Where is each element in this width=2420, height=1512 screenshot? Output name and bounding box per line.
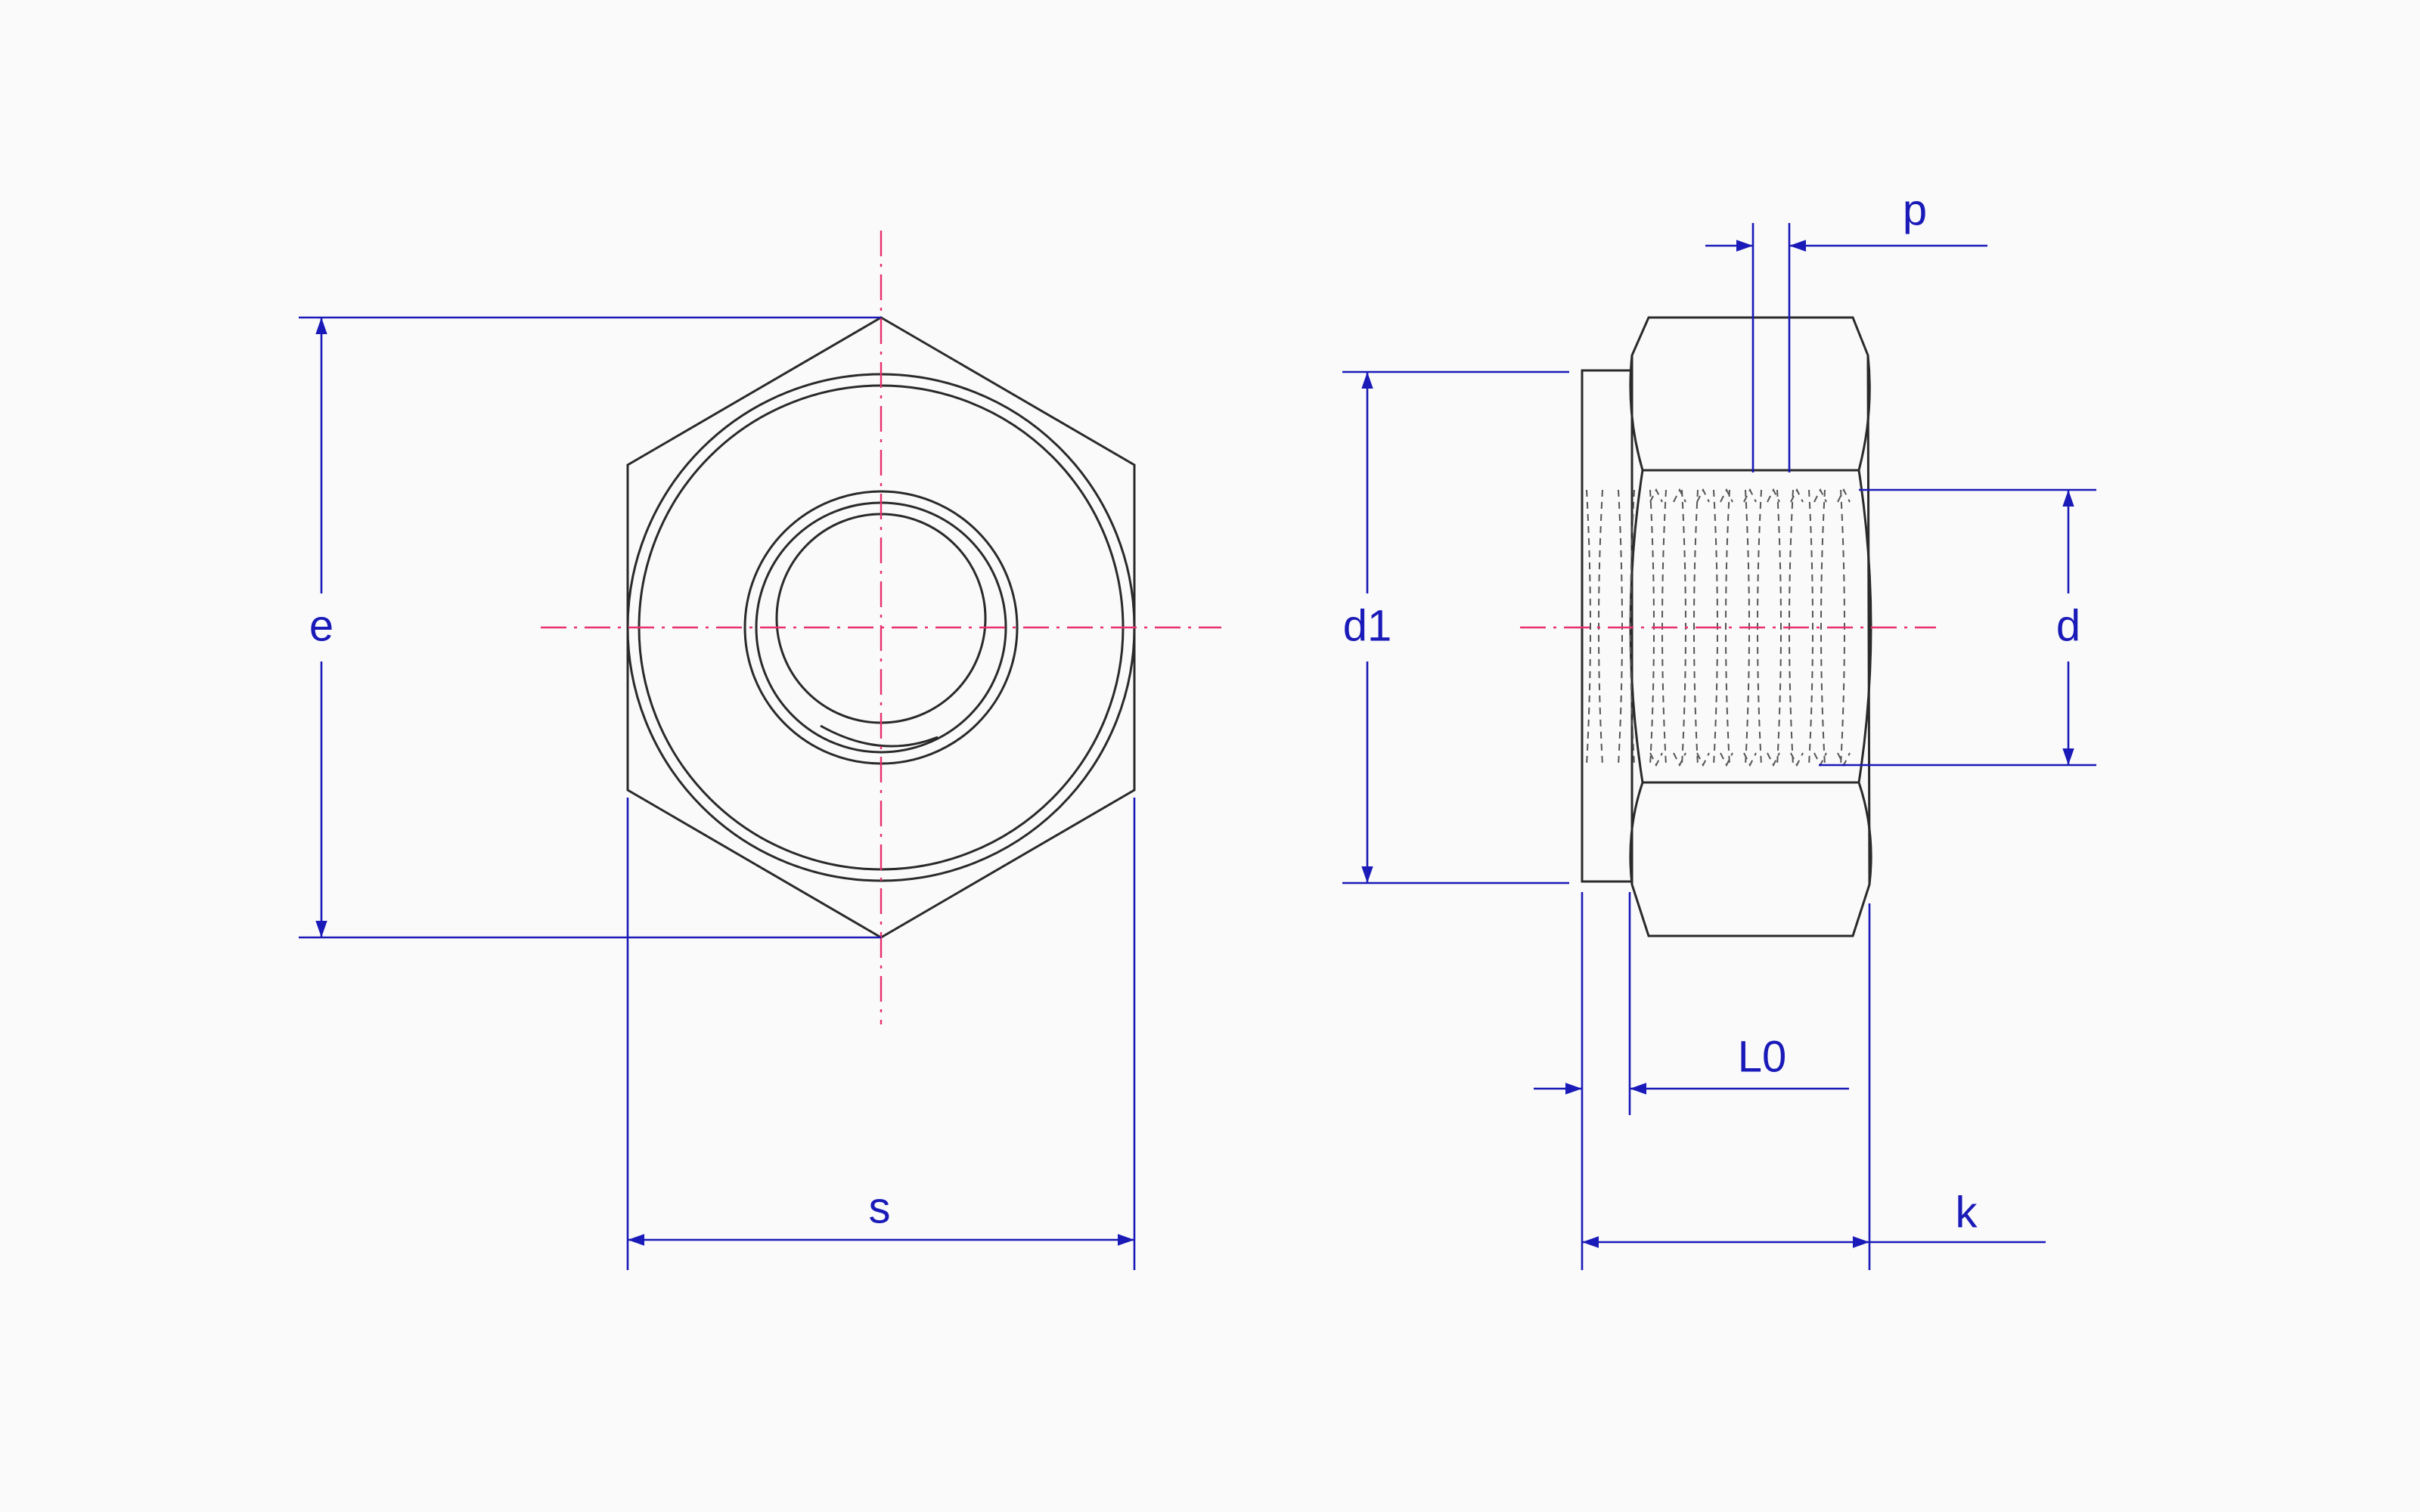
thread-crest-mark [1790, 488, 1804, 503]
thread-crest-mark [1673, 488, 1686, 503]
dimension-l0: L0 [1534, 892, 1849, 1270]
thread-line [1586, 489, 1591, 766]
dim-d-label: d [2056, 601, 2080, 650]
thread-crest-mark [1720, 752, 1733, 767]
thread-crest-mark [1649, 752, 1663, 767]
dimension-e: e [299, 316, 881, 939]
thread-line [1808, 489, 1813, 766]
hex-mid-right [1857, 469, 1872, 783]
thread-crest-mark [1673, 752, 1686, 767]
dim-k-label: k [1956, 1188, 1978, 1237]
dim-l0-label: L0 [1738, 1032, 1787, 1081]
thread-crest-mark [1767, 752, 1780, 767]
hex-curve-bottom-right [1857, 782, 1872, 885]
hex-curve-bottom-left [1629, 782, 1644, 885]
thread-crest-mark [1837, 752, 1851, 767]
thread-crest-mark [1813, 488, 1827, 503]
thread-crest-mark [1790, 752, 1804, 767]
dim-s-label: s [869, 1183, 891, 1232]
hex-curve-top-right [1857, 355, 1871, 471]
dim-e-label: e [309, 601, 334, 650]
thread-crest-mark [1720, 488, 1733, 503]
thread-crest-mark [1743, 752, 1757, 767]
dimension-d: d [1819, 488, 2096, 767]
dim-p-label: p [1903, 185, 1927, 234]
flange-outline [1581, 369, 1634, 883]
dimension-d1: d1 [1342, 370, 1569, 885]
hex-curve-top-left [1629, 355, 1644, 471]
thread-crest-mark [1696, 752, 1710, 767]
thread-line [1820, 489, 1826, 766]
side-view [1520, 316, 1936, 937]
thread-line [1693, 489, 1699, 766]
thread-crest-mark [1767, 488, 1780, 503]
thread-line [1776, 489, 1782, 766]
thread-crest-mark [1743, 488, 1757, 503]
dimension-s: s [626, 798, 1136, 1270]
front-view [541, 231, 1221, 1024]
dim-d1-label: d1 [1343, 601, 1392, 650]
thread-line [1725, 489, 1730, 766]
thread-start-mark [820, 724, 939, 748]
dimension-p: p [1705, 185, 1987, 472]
thread-crest-mark [1649, 488, 1663, 503]
dimension-k: k [1582, 903, 2046, 1270]
thread-crest-mark [1696, 488, 1710, 503]
thread-crest-mark [1837, 488, 1851, 503]
